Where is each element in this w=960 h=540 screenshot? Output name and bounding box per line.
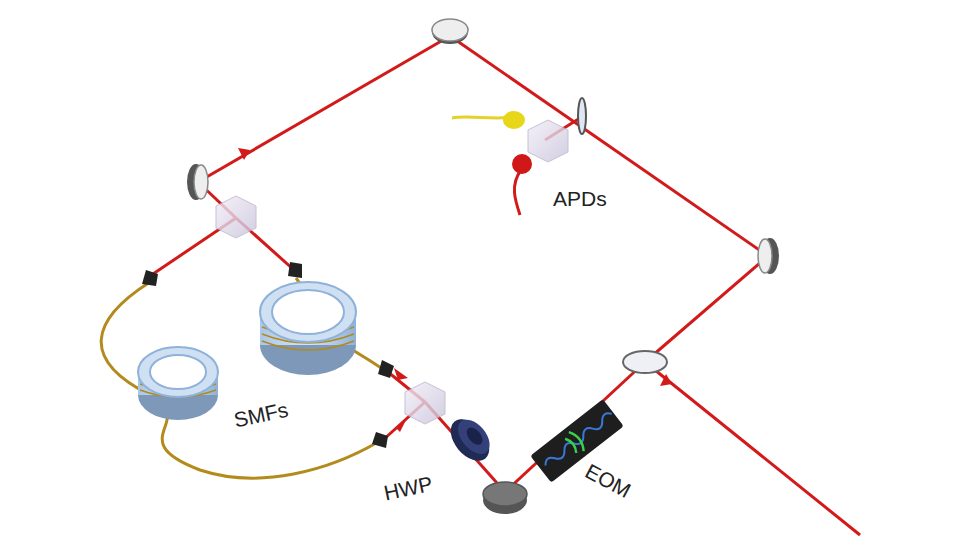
apd-detector xyxy=(503,111,525,129)
beam-splitter xyxy=(216,120,568,424)
part-label: APDs xyxy=(553,188,607,209)
fiber-spool xyxy=(260,282,356,375)
part-label: HWP xyxy=(382,473,434,504)
mirror xyxy=(187,19,779,514)
half-wave-plate xyxy=(443,411,498,468)
fiber-spool xyxy=(138,347,218,420)
apd-detector xyxy=(512,154,532,174)
part-label: EOM xyxy=(582,460,634,501)
part-label: SMFs xyxy=(232,399,290,431)
